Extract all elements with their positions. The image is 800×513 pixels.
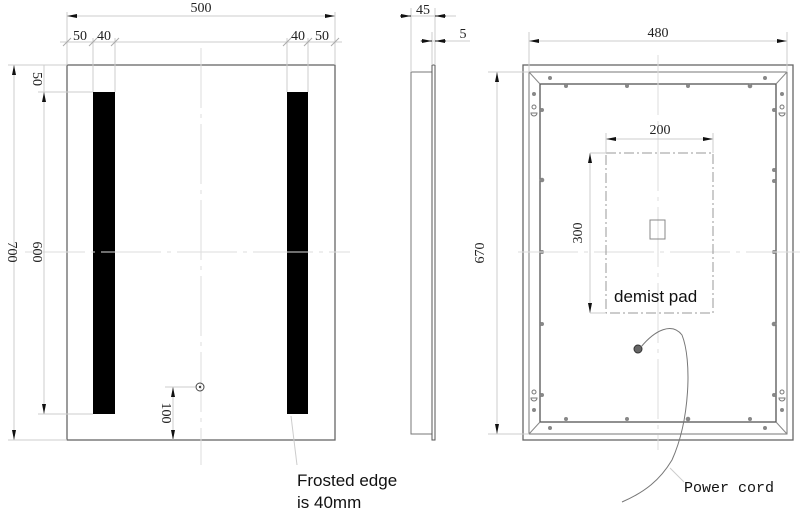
frosted-edge-note-2: is 40mm — [297, 493, 361, 512]
left-margin-label: 50 — [73, 29, 87, 44]
back-view: 480 670 200 300 demist pad Power cord — [473, 26, 800, 503]
left-strip-label: 40 — [97, 29, 111, 44]
glass-profile — [431, 64, 436, 441]
demist-pad-label: demist pad — [614, 287, 697, 306]
pad-connector — [649, 219, 666, 240]
led-strip-left — [93, 92, 115, 414]
frame-profile — [410, 71, 433, 435]
right-margin-label: 50 — [315, 29, 329, 44]
cord-grommet-icon — [633, 344, 643, 354]
top-margin-label: 50 — [29, 72, 44, 86]
front-height-label: 700 — [4, 242, 19, 263]
back-height-label: 670 — [473, 243, 488, 264]
demist-pad — [605, 152, 714, 314]
touch-switch-icon — [195, 382, 205, 392]
right-strip-label: 40 — [291, 29, 305, 44]
power-cord-label: Power cord — [684, 480, 774, 497]
pad-width-label: 200 — [650, 123, 671, 138]
pad-height-label: 300 — [571, 223, 586, 244]
power-cord — [621, 328, 689, 503]
switch-offset-label: 100 — [158, 403, 173, 424]
screw-icons — [532, 76, 784, 430]
glass-thickness-label: 5 — [460, 27, 467, 42]
depth-label: 45 — [416, 3, 430, 18]
strip-height-label: 600 — [29, 242, 44, 263]
led-strip-right — [287, 92, 308, 414]
frosted-edge-note-1: Frosted edge — [297, 471, 397, 490]
keyhole-hanger-icon — [530, 104, 786, 402]
front-view: 500 50 40 40 50 700 50 600 100 Frosted e… — [4, 1, 397, 512]
front-width-label: 500 — [191, 1, 212, 16]
side-view: 45 5 — [400, 3, 470, 441]
back-width-label: 480 — [648, 26, 669, 41]
